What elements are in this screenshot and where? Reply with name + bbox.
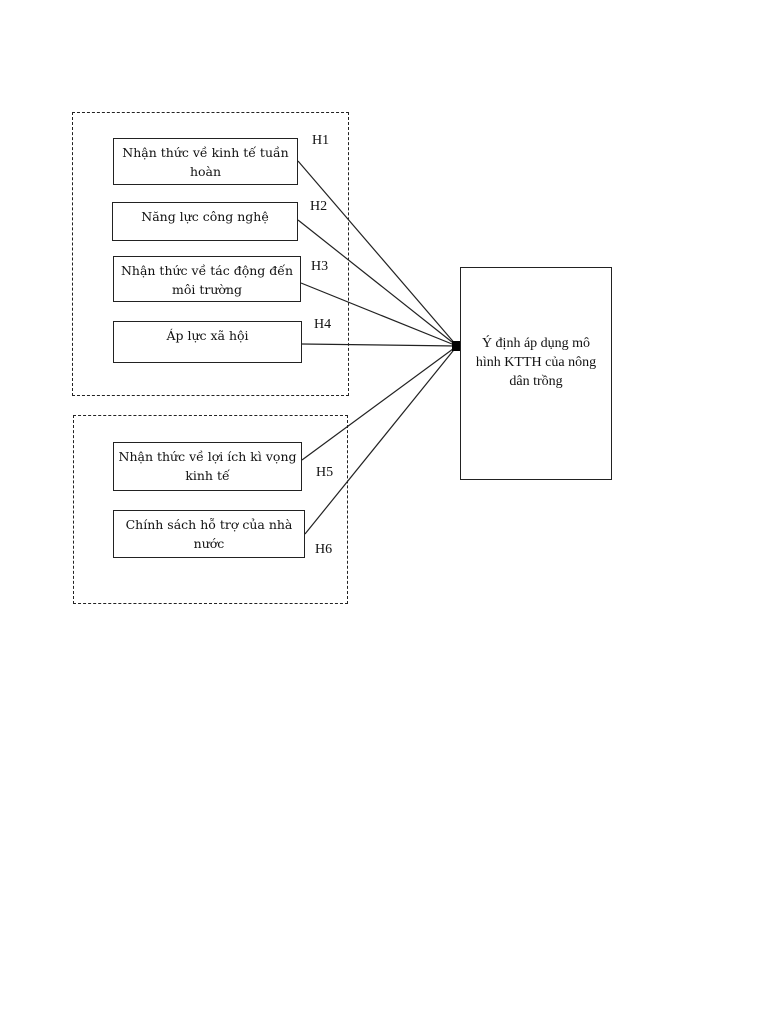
hypothesis-label-h1: H1: [312, 133, 330, 148]
factor-label: Năng lực công nghệ: [141, 209, 269, 224]
hypothesis-label-h6: H6: [315, 542, 333, 557]
factor-group-b: [73, 415, 348, 604]
factor-box-expected-economic-benefit: Nhận thức về lợi ích kì vọng kinh tế: [113, 442, 302, 491]
factor-label: Nhận thức về lợi ích kì vọng kinh tế: [118, 449, 297, 483]
factor-box-state-support-policy: Chính sách hỗ trợ của nhà nước: [113, 510, 305, 558]
hypothesis-label-h3: H3: [311, 259, 329, 274]
factor-box-circular-economy-awareness: Nhận thức về kinh tế tuần hoàn: [113, 138, 298, 185]
outcome-label: Ý định áp dụng mô hình KTTH của nông dân…: [475, 336, 597, 389]
factor-label: Chính sách hỗ trợ của nhà nước: [125, 517, 293, 551]
factor-label: Áp lực xã hội: [166, 328, 249, 343]
factor-label: Nhận thức về tác động đến môi trường: [120, 263, 294, 297]
hypothesis-label-h4: H4: [314, 317, 332, 332]
factor-box-environmental-impact-awareness: Nhận thức về tác động đến môi trường: [113, 256, 301, 302]
factor-box-social-pressure: Áp lực xã hội: [113, 321, 302, 363]
factor-group-a: [72, 112, 349, 396]
factor-label: Nhận thức về kinh tế tuần hoàn: [122, 145, 289, 179]
hypothesis-label-h2: H2: [310, 199, 328, 214]
hypothesis-label-h5: H5: [316, 465, 334, 480]
outcome-box-adoption-intention: Ý định áp dụng mô hình KTTH của nông dân…: [460, 267, 612, 480]
factor-box-technology-capacity: Năng lực công nghệ: [112, 202, 298, 241]
